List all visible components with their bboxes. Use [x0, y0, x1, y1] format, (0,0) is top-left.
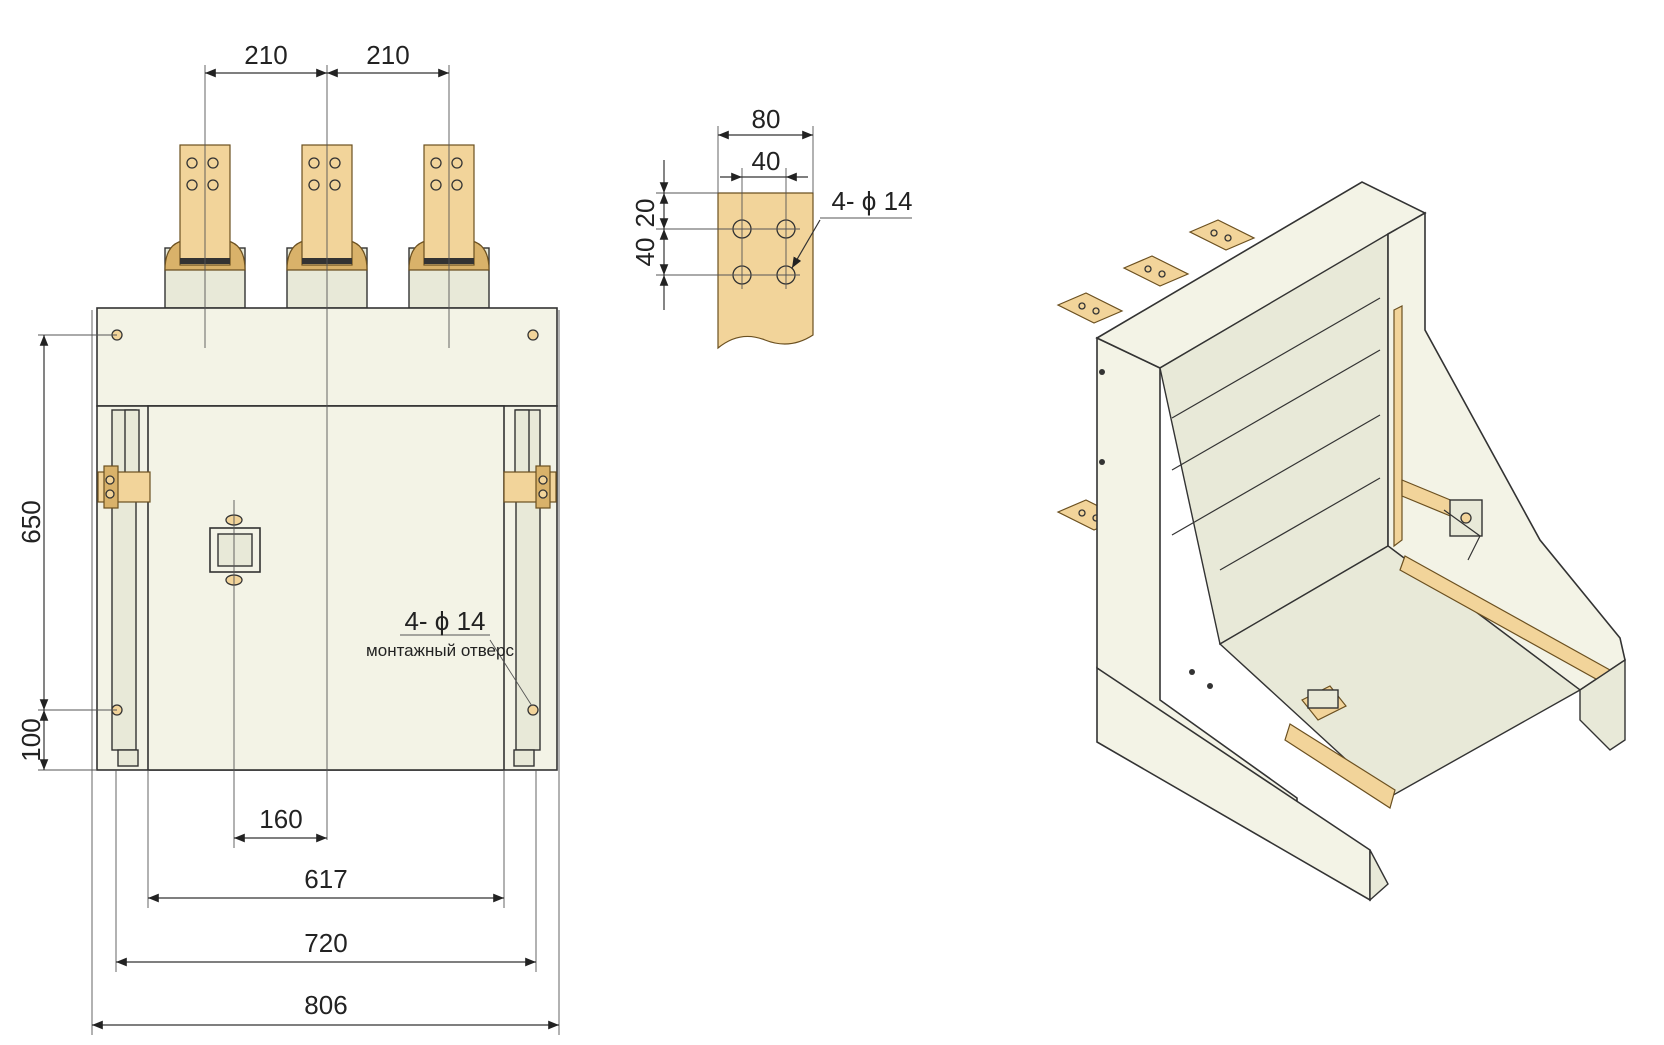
dim-720: 720 — [304, 928, 347, 958]
detail-hole-callout: 4- ϕ 14 — [831, 186, 912, 216]
isometric-view — [1056, 181, 1626, 902]
dim-650: 650 — [16, 500, 46, 543]
front-view: 210 210 650 100 4- ϕ 14 монтажный отверс… — [16, 40, 560, 1035]
door-panel — [147, 405, 505, 771]
dim-210-left: 210 — [244, 40, 287, 70]
dim-806: 806 — [304, 990, 347, 1020]
busbar-detail: 80 40 20 40 4- ϕ 14 — [630, 104, 913, 350]
inspection-window — [209, 514, 261, 586]
dim-617: 617 — [304, 864, 347, 894]
front-hole-callout: 4- ϕ 14 — [404, 606, 485, 636]
iso-mechanism — [1393, 305, 1483, 561]
dim-160: 160 — [259, 804, 302, 834]
dim-100: 100 — [16, 718, 46, 761]
dim-40-width: 40 — [752, 146, 781, 176]
dim-210-right: 210 — [366, 40, 409, 70]
left-latch — [97, 465, 151, 509]
right-latch — [503, 465, 557, 509]
dim-40-height: 40 — [630, 238, 660, 267]
dim-80: 80 — [752, 104, 781, 134]
dim-20: 20 — [630, 199, 660, 228]
front-hole-note: монтажный отверс — [366, 641, 514, 660]
